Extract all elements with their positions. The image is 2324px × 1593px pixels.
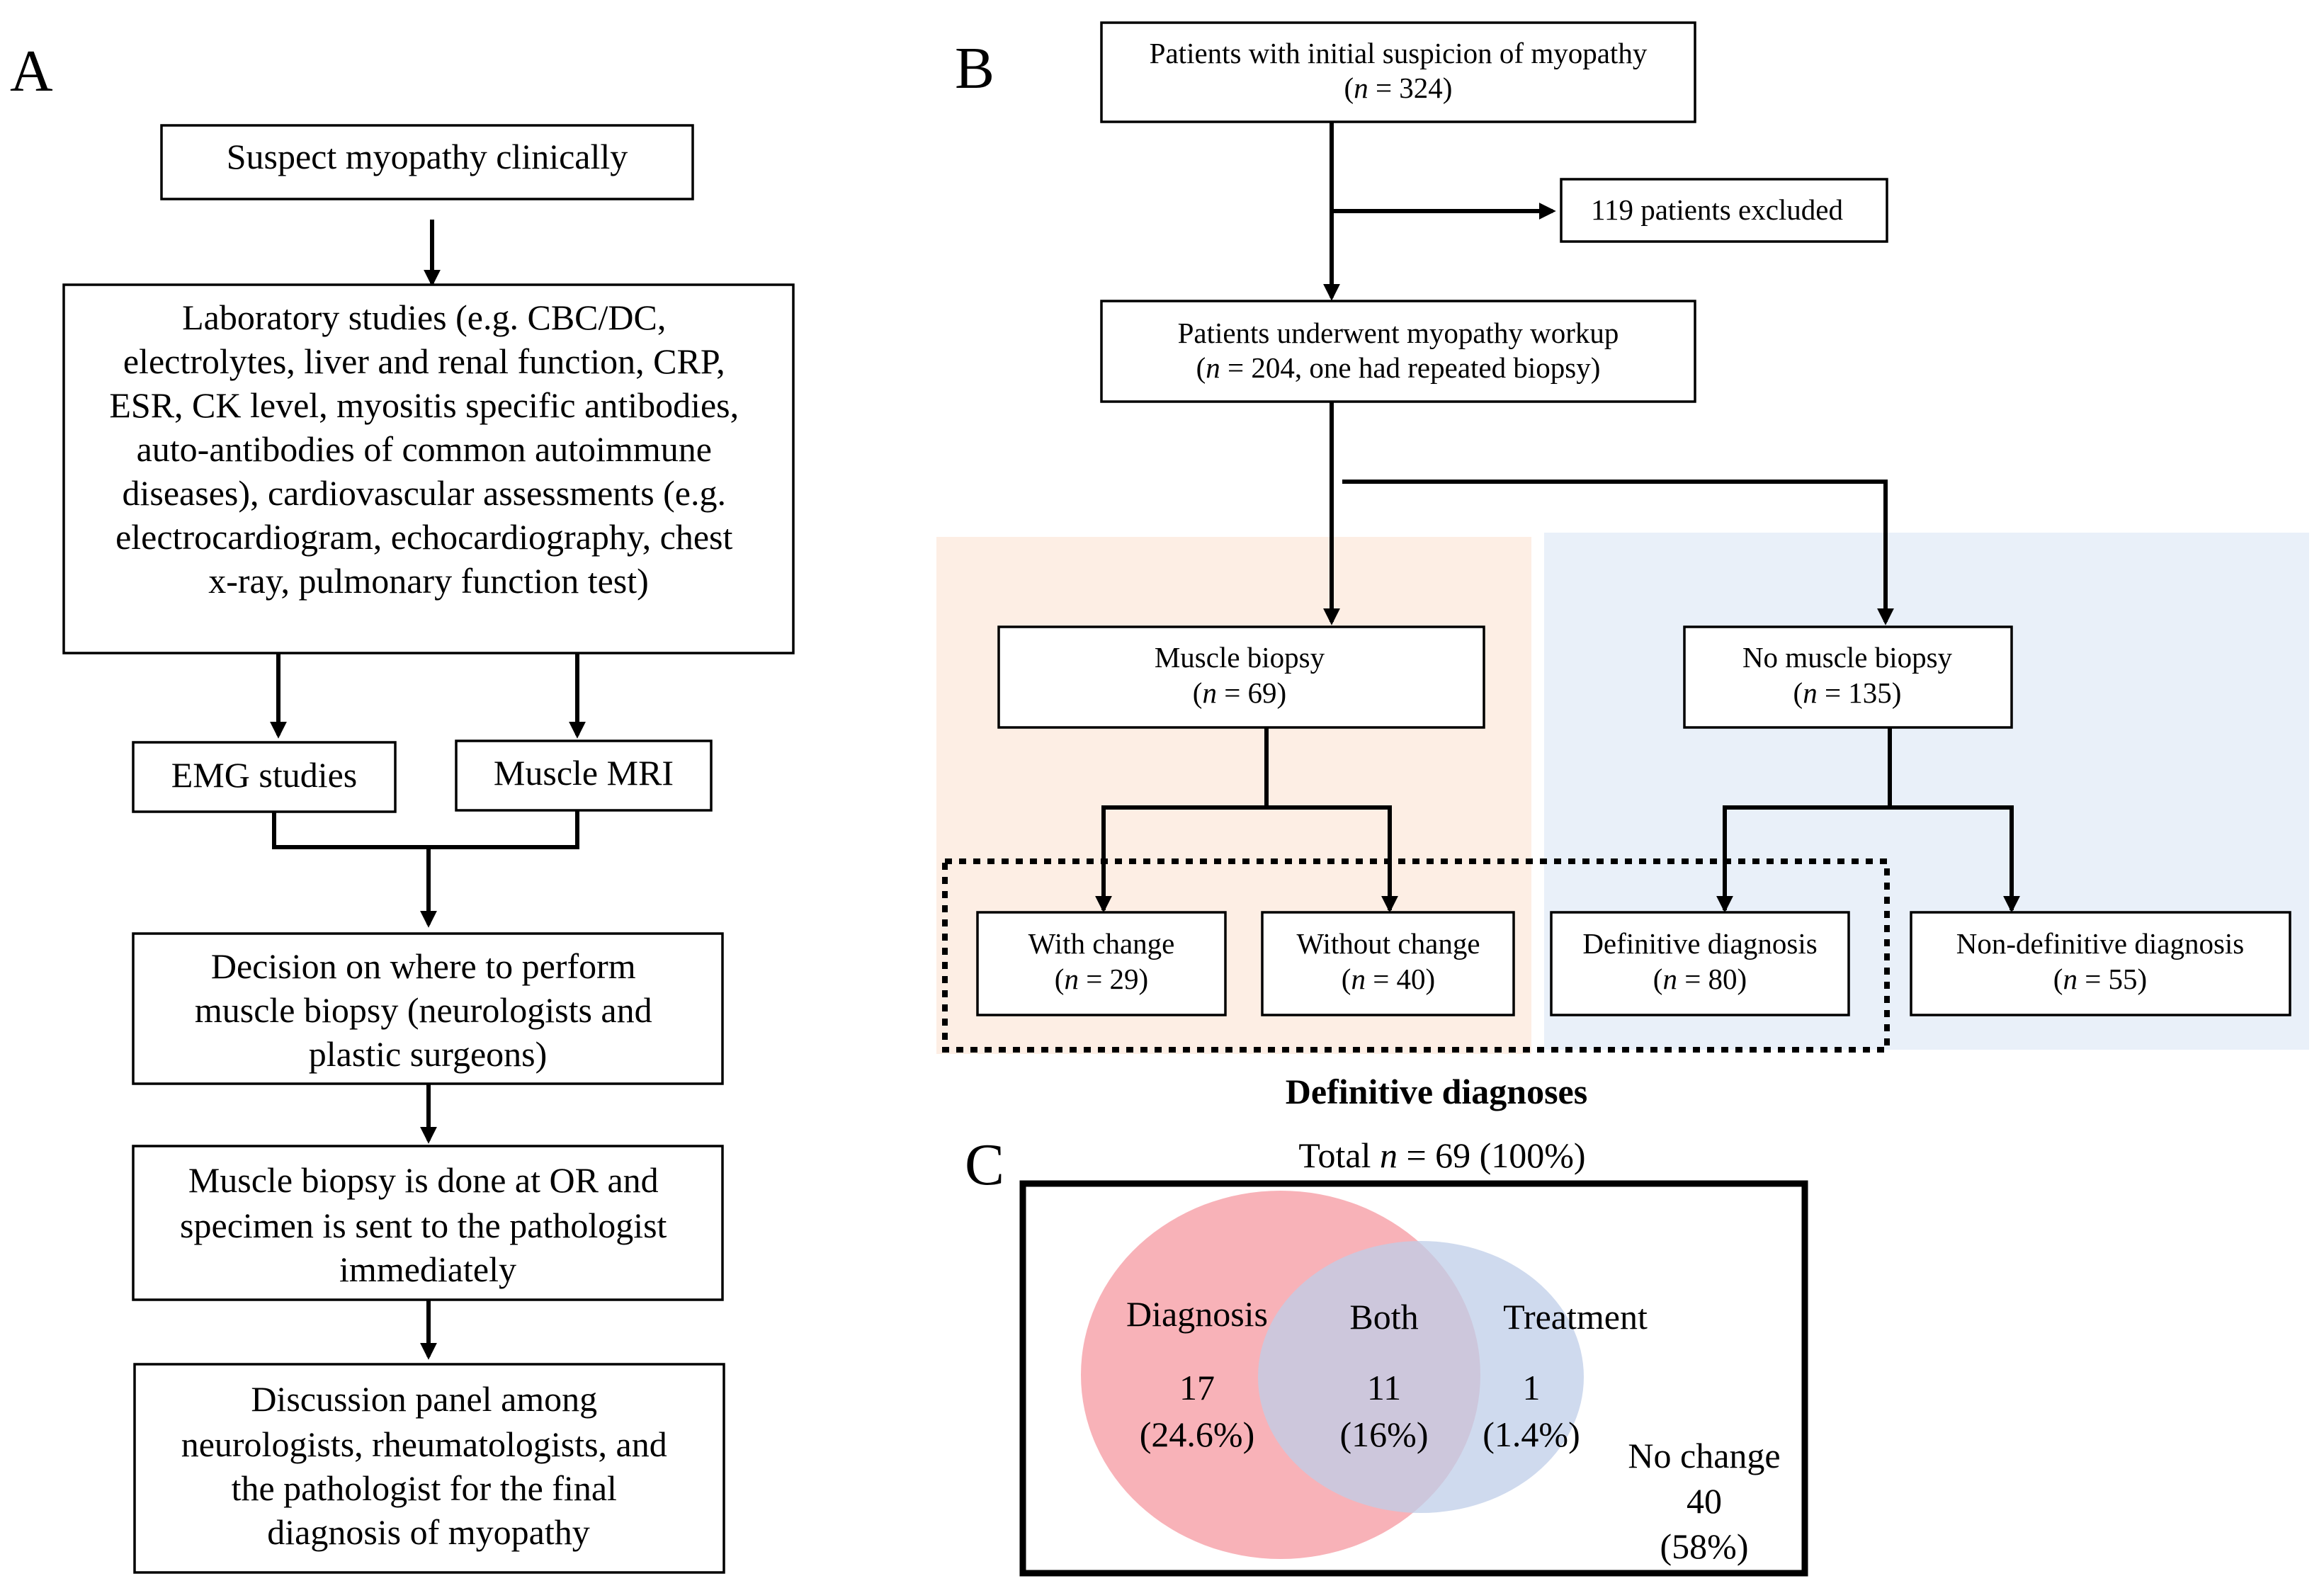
no-change-pct: (58%) [1660,1526,1749,1566]
non-definitive-title: Non-definitive diagnosis [1956,927,2245,960]
no-muscle-biopsy-box [1683,625,2013,729]
total-text: Total n = 69 (100%) [1298,1135,1585,1175]
no-muscle-biopsy-title: No muscle biopsy [1742,641,1953,674]
panel-c-label: C [965,1132,1004,1198]
suspect-box [160,124,694,200]
suspect-text: Suspect myopathy clinically [227,137,628,176]
muscle-biopsy-title: Muscle biopsy [1155,641,1325,674]
treatment-circle [1258,1241,1584,1513]
with-change-title: With change [1028,927,1175,960]
no-muscle-biopsy-n: (n = 135) [1793,676,1902,709]
workup-title: Patients underwent myopathy workup [1178,317,1619,349]
workup-box [1100,300,1696,403]
lab-studies-text: Laboratory studies (e.g. CBC/DC, electro… [109,297,747,601]
definitive-n: (n = 80) [1653,963,1747,995]
with-change-box [976,911,1227,1016]
both-pct: (16%) [1340,1415,1429,1454]
decision-box [132,932,724,1085]
without-change-n: (n = 40) [1342,963,1435,995]
arrow-workup-to-no-biopsy [1342,480,1894,625]
diagnosis-label: Diagnosis [1126,1294,1268,1334]
definitive-title: Definitive diagnosis [1582,927,1817,960]
without-change-title: Without change [1296,927,1480,960]
muscle-biopsy-n: (n = 69) [1193,676,1286,709]
emg-text: EMG studies [171,755,358,795]
emg-box [132,741,397,813]
non-definitive-box [1910,911,2291,1016]
biopsy-done-text: Muscle biopsy is done at OR and specimen… [180,1160,676,1289]
panel-b-label: B [955,35,994,101]
biopsy-done-box [132,1145,724,1301]
with-change-n: (n = 29) [1055,963,1148,995]
diagnosis-count: 17 [1179,1368,1215,1407]
excluded-box [1560,178,1888,243]
treatment-count: 1 [1523,1368,1541,1407]
initial-n: (n = 324) [1344,72,1453,104]
treatment-label: Treatment [1503,1297,1648,1337]
mri-text: Muscle MRI [494,753,674,793]
without-change-box [1261,911,1515,1016]
non-definitive-n: (n = 55) [2053,963,2147,995]
treatment-pct: (1.4%) [1483,1415,1580,1454]
both-label: Both [1349,1297,1418,1337]
diagnosis-pct: (24.6%) [1140,1415,1254,1454]
no-change-count: 40 [1687,1481,1722,1521]
muscle-biopsy-box [997,625,1485,729]
excluded-text: 119 patients excluded [1591,193,1843,226]
discussion-box [133,1363,725,1574]
panel-c: C Total n = 69 (100%) Diagnosis 17 (24.6… [965,1132,1808,1577]
initial-box [1100,21,1696,123]
mri-box [455,739,713,812]
lab-studies-box [62,283,795,654]
connector-emg-mri [272,810,579,849]
definitive-diagnoses-caption: Definitive diagnoses [1286,1072,1587,1111]
panel-a-label: A [10,38,53,104]
no-change-label: No change [1628,1436,1780,1475]
initial-title: Patients with initial suspicion of myopa… [1150,37,1648,69]
definitive-diagnoses-region [942,858,1890,1053]
discussion-text: Discussion panel among neurologists, rhe… [181,1379,676,1552]
panel-a: A Suspect myopathy clinically Laboratory… [10,38,795,1574]
decision-text: Decision on where to perform muscle biop… [195,946,661,1074]
panel-b: B Patients with initial suspicion of myo… [936,21,2309,1111]
both-count: 11 [1367,1368,1401,1407]
definitive-box [1550,911,1850,1016]
workup-n: (n = 204, one had repeated biopsy) [1196,351,1601,384]
